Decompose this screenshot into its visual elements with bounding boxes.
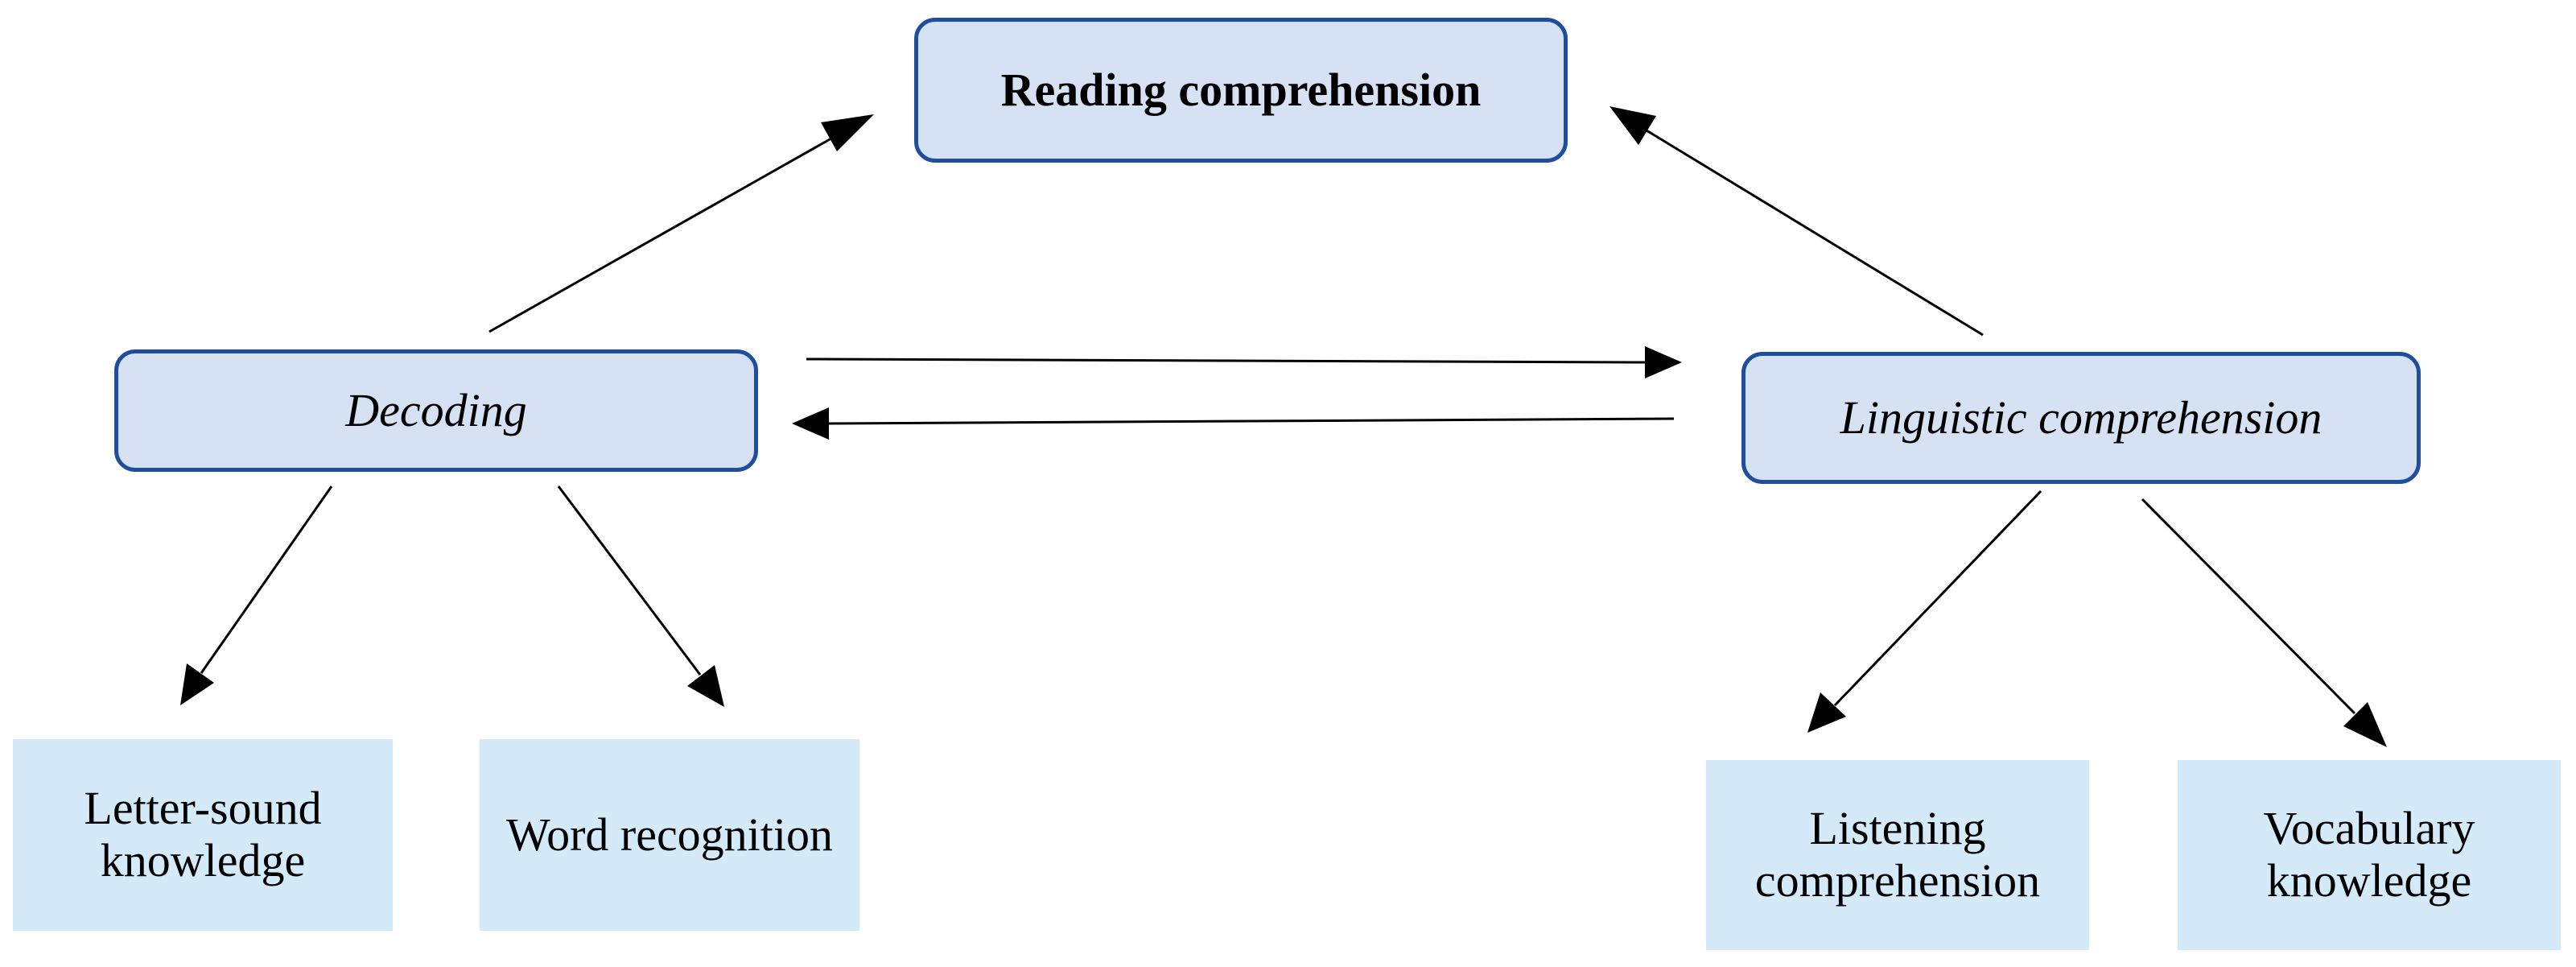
arrow-linguistic-to-vocabulary [2141, 498, 2356, 715]
node-listening-comprehension: Listening comprehension [1706, 760, 2089, 950]
arrowhead-decoding-to-letter-sound [180, 663, 214, 705]
arrowhead-decoding-to-word-recognition [687, 665, 724, 707]
arrow-decoding-to-linguistic [806, 357, 1647, 364]
arrowhead-decoding-to-linguistic [1645, 346, 1682, 378]
node-letter-sound-knowledge: Letter-sound knowledge [13, 739, 393, 931]
node-decoding-label: Decoding [345, 383, 527, 436]
arrow-linguistic-to-listening [1833, 490, 2042, 707]
node-linguistic-comprehension: Linguistic comprehension [1741, 352, 2421, 484]
arrowhead-linguistic-to-listening [1807, 692, 1846, 733]
node-reading-comprehension-label: Reading comprehension [1000, 63, 1482, 116]
arrow-decoding-to-word-recognition [557, 486, 702, 676]
node-listening-comprehension-label: Listening comprehension [1754, 802, 2041, 907]
node-linguistic-comprehension-label: Linguistic comprehension [1840, 391, 2323, 444]
arrow-decoding-to-reading [488, 134, 838, 333]
arrowhead-linguistic-to-decoding [792, 407, 829, 440]
arrowhead-linguistic-to-reading [1609, 106, 1656, 145]
arrow-linguistic-to-decoding [828, 417, 1675, 425]
arrow-decoding-to-letter-sound [200, 486, 333, 674]
node-vocabulary-knowledge: Vocabulary knowledge [2178, 760, 2561, 950]
node-vocabulary-knowledge-label: Vocabulary knowledge [2263, 802, 2475, 907]
node-decoding: Decoding [114, 349, 758, 472]
arrowhead-decoding-to-reading [821, 114, 874, 151]
node-word-recognition: Word recognition [480, 739, 859, 931]
arrow-linguistic-to-reading [1646, 129, 1984, 337]
arrowhead-linguistic-to-vocabulary [2343, 702, 2387, 747]
node-word-recognition-label: Word recognition [505, 808, 834, 861]
node-reading-comprehension: Reading comprehension [914, 18, 1568, 163]
node-letter-sound-knowledge-label: Letter-sound knowledge [84, 782, 322, 886]
